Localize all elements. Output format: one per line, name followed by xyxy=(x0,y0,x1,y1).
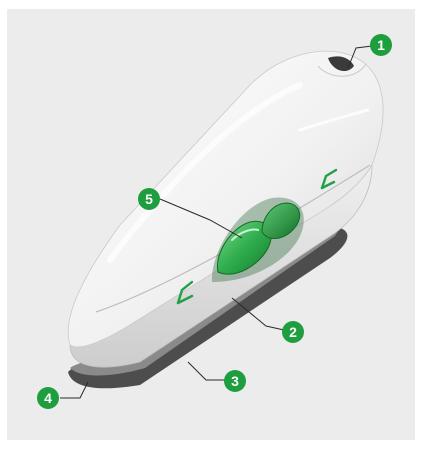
callout-2: 2 xyxy=(282,321,304,343)
callout-2-label: 2 xyxy=(289,324,297,340)
callout-3: 3 xyxy=(224,370,246,392)
callout-1: 1 xyxy=(370,34,392,56)
callout-1-label: 1 xyxy=(377,37,385,53)
callout-4-label: 4 xyxy=(44,390,52,406)
callout-4: 4 xyxy=(37,387,59,409)
callout-3-label: 3 xyxy=(231,373,239,389)
callout-5-label: 5 xyxy=(145,191,153,207)
leader-line-3 xyxy=(188,362,226,380)
callout-5: 5 xyxy=(138,188,160,210)
